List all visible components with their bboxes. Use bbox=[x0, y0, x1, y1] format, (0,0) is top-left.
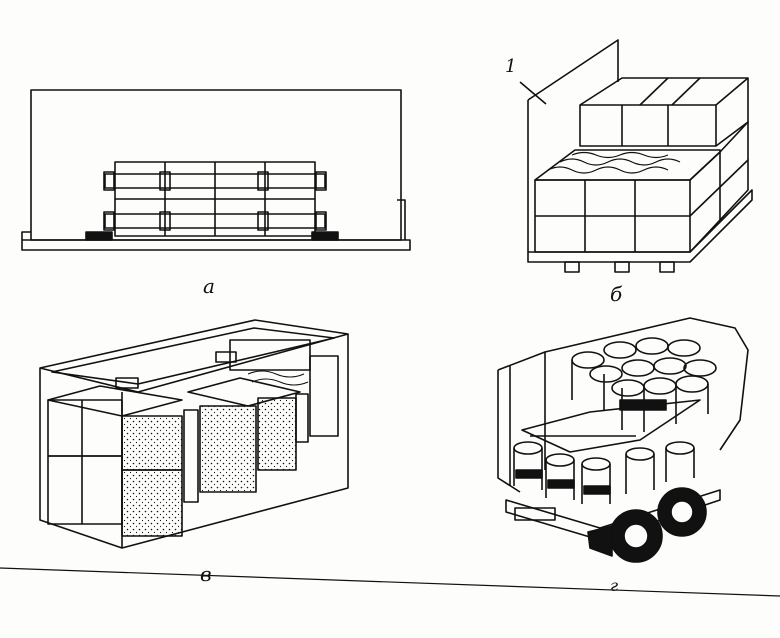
panel-a-drawing bbox=[21, 89, 411, 251]
lower-drums bbox=[513, 441, 695, 504]
upper-drums bbox=[571, 337, 717, 432]
panel-label-g: г bbox=[610, 576, 619, 595]
panel-label-b: б bbox=[610, 282, 623, 306]
page-rule bbox=[0, 567, 780, 597]
panel-label-v: в bbox=[200, 562, 212, 586]
panel-b-drawing bbox=[519, 39, 753, 273]
panel-v-drawing bbox=[39, 319, 349, 549]
callout-number-1: 1 bbox=[505, 56, 517, 77]
panel-label-a: а bbox=[203, 274, 215, 298]
panel-g-drawing bbox=[497, 317, 749, 563]
